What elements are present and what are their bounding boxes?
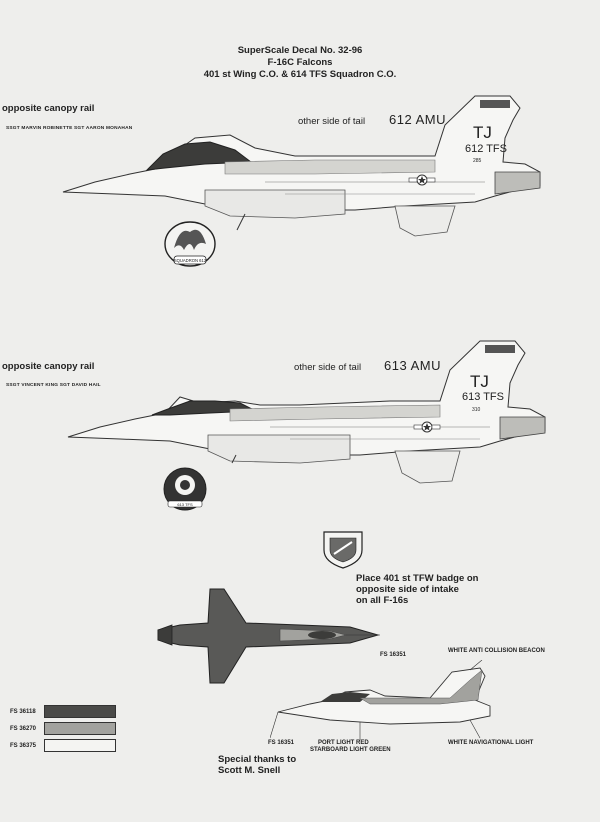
aircraft-type: F-16C Falcons bbox=[267, 57, 333, 68]
legend-code: FS 36270 bbox=[10, 725, 37, 732]
tail-code-1: TJ bbox=[473, 123, 492, 142]
tail-serial-1: 285 bbox=[473, 158, 482, 164]
f16-side-profile-1: TJ 612 TFS 285 bbox=[62, 95, 541, 237]
badge-scroll-text-2: 613 TFS bbox=[177, 502, 193, 507]
tail-note-1: other side of tail bbox=[298, 116, 366, 127]
squadron-code-1: 612 TFS bbox=[465, 143, 507, 155]
badge-scroll-text-1: SQUADRON 612 bbox=[174, 258, 207, 263]
plan-fs-callout: FS 16351 bbox=[380, 652, 407, 658]
wing-badge-instruction: Place 401 st TFW badge on opposite side … bbox=[356, 573, 478, 606]
thanks-note: Special thanks to Scott M. Snell bbox=[218, 754, 296, 776]
legend-code: FS 36118 bbox=[10, 708, 36, 715]
page-header: SuperScale Decal No. 32-96 F-16C Falcons… bbox=[150, 45, 450, 81]
crew-names-2: SSGT VINCENT KING SGT DAVID HAIL bbox=[6, 383, 101, 388]
amu-label-2: 613 AMU bbox=[384, 358, 441, 373]
legend-row: FS 36270 bbox=[10, 720, 116, 737]
legend-row: FS 36375 bbox=[10, 737, 116, 754]
color-legend: FS 36118 FS 36270 FS 36375 bbox=[10, 703, 116, 754]
canopy-rail-label-1: opposite canopy rail bbox=[2, 103, 95, 114]
amu-label-1: 612 AMU bbox=[389, 112, 446, 127]
beacon-callout: WHITE ANTI COLLISION BEACON bbox=[448, 648, 545, 654]
wing-badge-shield-icon bbox=[323, 531, 363, 569]
tail-code-2: TJ bbox=[470, 372, 489, 391]
decal-sheet-title: SuperScale Decal No. 32-96 bbox=[237, 45, 363, 56]
legend-swatch bbox=[44, 722, 116, 735]
unit-description: 401 st Wing C.O. & 614 TFS Squadron C.O. bbox=[203, 69, 397, 80]
side-fs-callout: FS 16351 bbox=[268, 740, 295, 746]
f16-lights-side-view bbox=[270, 660, 491, 740]
squadron-code-2: 613 TFS bbox=[462, 391, 504, 403]
squadron-badge-1: SQUADRON 612 bbox=[164, 221, 216, 267]
crew-names-1: SSGT MARVIN ROBINETTE SGT AARON MONAHAN bbox=[6, 126, 133, 131]
port-light-callout: PORT LIGHT RED bbox=[318, 740, 369, 746]
thanks-line2: Scott M. Snell bbox=[218, 765, 281, 776]
legend-swatch bbox=[44, 739, 116, 752]
tail-serial-2: 310 bbox=[472, 407, 481, 413]
nav-light-callout: WHITE NAVIGATIONAL LIGHT bbox=[448, 740, 534, 746]
legend-swatch bbox=[44, 705, 116, 718]
f16-side-profile-2: TJ 613 TFS 310 bbox=[67, 340, 546, 484]
tail-note-2: other side of tail bbox=[294, 362, 362, 373]
wing-badge-line3: on all F-16s bbox=[356, 595, 409, 606]
wing-badge-line1: Place 401 st TFW badge on bbox=[356, 573, 479, 584]
f16-plan-view bbox=[157, 588, 380, 684]
thanks-line1: Special thanks to bbox=[218, 754, 297, 765]
legend-row: FS 36118 bbox=[10, 703, 116, 720]
canopy-rail-label-2: opposite canopy rail bbox=[2, 361, 95, 372]
legend-code: FS 36375 bbox=[10, 742, 37, 749]
starboard-light-callout: STARBOARD LIGHT GREEN bbox=[310, 747, 391, 753]
squadron-badge-2: 613 TFS bbox=[163, 467, 207, 511]
wing-badge-line2: opposite side of intake bbox=[356, 584, 459, 595]
